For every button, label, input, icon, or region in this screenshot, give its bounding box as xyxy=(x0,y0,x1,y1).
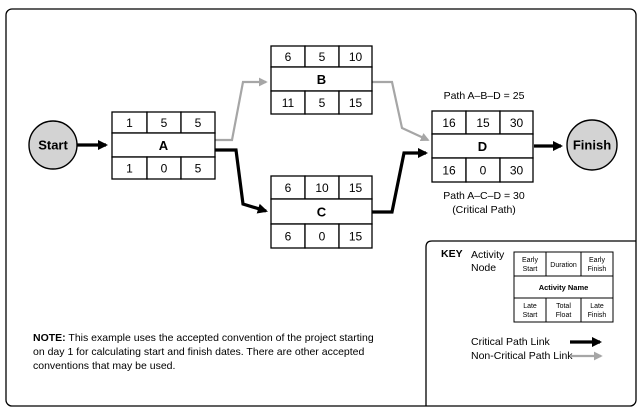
b-activity-name: B xyxy=(317,72,326,87)
key-node-label-1: Activity xyxy=(471,249,505,261)
activity-node-b: 6 5 10 B 11 5 15 xyxy=(270,45,373,115)
key-early-finish-2: Finish xyxy=(588,266,607,273)
a-duration: 5 xyxy=(161,116,168,130)
d-duration: 15 xyxy=(476,116,490,130)
d-early-finish: 30 xyxy=(510,116,524,130)
key-late-start-1: Late xyxy=(523,303,537,310)
b-early-start: 6 xyxy=(285,50,292,64)
a-total-float: 0 xyxy=(161,162,168,176)
a-late-start: 1 xyxy=(126,162,133,176)
a-early-finish: 5 xyxy=(195,116,202,130)
a-late-finish: 5 xyxy=(195,162,202,176)
key-total-float-1: Total xyxy=(556,303,571,310)
activity-node-a: 1 5 5 A 1 0 5 xyxy=(111,111,216,180)
start-label: Start xyxy=(38,138,68,153)
start-circle xyxy=(28,120,78,170)
key-late-finish-2: Finish xyxy=(588,312,607,319)
key-title: KEY xyxy=(441,248,463,260)
key-critical-link-label: Critical Path Link xyxy=(471,336,551,348)
b-late-start: 11 xyxy=(282,96,295,110)
b-early-finish: 10 xyxy=(349,50,363,64)
critical-path-label: (Critical Path) xyxy=(452,204,516,216)
key-noncritical-link-label: Non-Critical Path Link xyxy=(471,350,573,362)
c-duration: 10 xyxy=(315,181,329,195)
c-early-start: 6 xyxy=(285,181,292,195)
link-c-d xyxy=(372,147,429,214)
key-late-start-2: Start xyxy=(523,312,538,319)
link-a-c xyxy=(215,148,268,214)
finish-label: Finish xyxy=(573,138,611,153)
key-duration: Duration xyxy=(550,262,577,269)
a-early-start: 1 xyxy=(126,116,133,130)
note-body: This example uses the accepted conventio… xyxy=(33,332,374,372)
key-early-start-1: Early xyxy=(522,257,538,264)
d-activity-name: D xyxy=(478,139,487,154)
b-total-float: 5 xyxy=(319,96,326,110)
key-late-finish-1: Late xyxy=(590,303,604,310)
c-late-start: 6 xyxy=(285,230,292,244)
key-total-float-2: Float xyxy=(556,312,572,319)
activity-node-c: 6 10 15 C 6 0 15 xyxy=(270,175,373,249)
finish-node: Finish xyxy=(566,119,618,171)
key-border xyxy=(425,240,636,406)
c-late-finish: 15 xyxy=(349,230,363,244)
start-node: Start xyxy=(28,120,78,170)
note-text: NOTE: This example uses the accepted con… xyxy=(33,331,383,373)
link-a-b xyxy=(215,77,268,142)
key-activity-name: Activity Name xyxy=(539,283,589,292)
note-lead: NOTE: xyxy=(33,332,66,344)
d-late-finish: 30 xyxy=(510,164,524,178)
link-b-d xyxy=(372,80,430,142)
key-early-start-2: Start xyxy=(523,266,538,273)
d-early-start: 16 xyxy=(442,116,456,130)
path-abd-label: Path A–B–D = 25 xyxy=(444,90,525,102)
finish-circle xyxy=(566,119,618,171)
key-legend: KEY Activity Node Early Start Duration E… xyxy=(425,240,636,406)
c-activity-name: C xyxy=(317,205,327,220)
b-duration: 5 xyxy=(319,50,326,64)
d-total-float: 0 xyxy=(480,164,487,178)
key-early-finish-1: Early xyxy=(589,257,605,264)
a-activity-name: A xyxy=(159,138,169,153)
c-early-finish: 15 xyxy=(349,181,363,195)
key-node-label-2: Node xyxy=(471,262,496,274)
activity-node-d: 16 15 30 D 16 0 30 xyxy=(431,110,534,183)
path-acd-label: Path A–C–D = 30 xyxy=(443,190,525,202)
b-late-finish: 15 xyxy=(349,96,363,110)
d-late-start: 16 xyxy=(442,164,456,178)
c-total-float: 0 xyxy=(319,230,326,244)
